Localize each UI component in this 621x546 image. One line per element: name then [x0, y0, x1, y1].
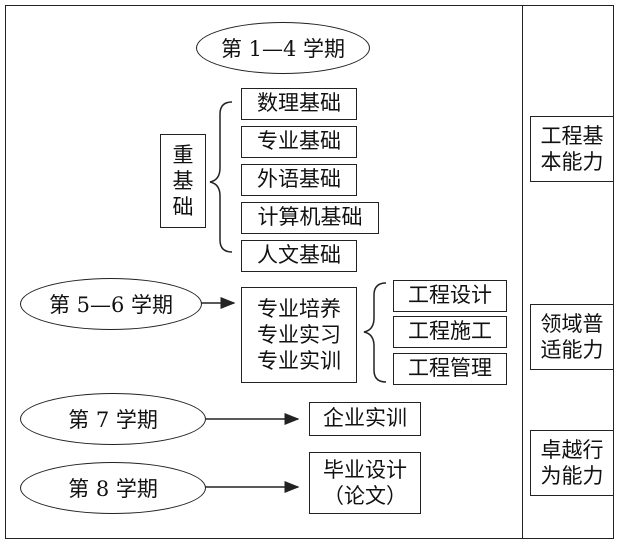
ability-line-2: 本能力	[540, 150, 604, 174]
graduation-box: 毕业设计 （论文）	[309, 452, 421, 514]
phase-3-label: 第 7 学期	[68, 408, 158, 432]
ability-box-excellence: 卓越行 为能力	[530, 430, 614, 496]
ability-line-2: 适能力	[540, 338, 604, 362]
foundation-label: 外语基础	[257, 167, 341, 192]
foundations-brace	[209, 101, 233, 253]
phase-4-label: 第 8 学期	[68, 477, 158, 501]
ability-line-2: 为能力	[540, 464, 604, 488]
foundation-label: 人文基础	[257, 243, 341, 268]
phase-4-oval: 第 8 学期	[20, 462, 206, 514]
engineering-label: 工程管理	[408, 356, 492, 381]
phase-1-label: 第 1—4 学期	[220, 37, 346, 61]
enterprise-training-label: 企业实训	[323, 406, 407, 431]
engineering-item: 工程管理	[393, 353, 507, 385]
foundation-item: 计算机基础	[241, 202, 379, 234]
phase-1-oval: 第 1—4 学期	[196, 22, 370, 74]
foundation-label: 数理基础	[257, 91, 341, 116]
phase-3-oval: 第 7 学期	[20, 393, 206, 445]
graduation-line-2: （论文）	[323, 484, 407, 508]
ability-line-1: 领域普	[540, 311, 604, 336]
engineering-label: 工程设计	[408, 283, 492, 308]
training-item: 专业培养	[257, 296, 341, 321]
phase-2-oval: 第 5—6 学期	[20, 278, 202, 330]
emphasis-char-2: 基	[172, 168, 194, 193]
emphasis-char-1: 重	[172, 142, 194, 167]
ability-box-engineering-basic: 工程基 本能力	[530, 116, 614, 182]
engineering-item: 工程设计	[393, 280, 507, 312]
column-divider	[522, 5, 523, 539]
foundation-item: 数理基础	[241, 88, 357, 120]
foundation-item: 专业基础	[241, 126, 357, 158]
foundation-item: 人文基础	[241, 240, 357, 272]
ability-line-1: 卓越行	[540, 437, 604, 462]
training-item: 专业实训	[257, 349, 341, 374]
ability-box-domain-general: 领域普 适能力	[530, 304, 614, 370]
engineering-item: 工程施工	[393, 316, 507, 348]
emphasis-char-3: 础	[172, 195, 194, 220]
phase-2-label: 第 5—6 学期	[48, 293, 174, 317]
foundation-item: 外语基础	[241, 164, 357, 196]
foundation-label: 计算机基础	[257, 205, 363, 230]
graduation-line-1: 毕业设计	[323, 457, 407, 482]
emphasis-box: 重 基 础	[160, 134, 206, 228]
engineering-brace	[363, 282, 387, 383]
engineering-label: 工程施工	[408, 319, 492, 344]
training-box: 专业培养 专业实习 专业实训	[241, 287, 357, 383]
foundation-label: 专业基础	[257, 129, 341, 154]
ability-line-1: 工程基	[540, 123, 604, 148]
enterprise-training-box: 企业实训	[309, 402, 421, 436]
diagram-frame	[5, 5, 614, 539]
training-item: 专业实习	[257, 322, 341, 347]
